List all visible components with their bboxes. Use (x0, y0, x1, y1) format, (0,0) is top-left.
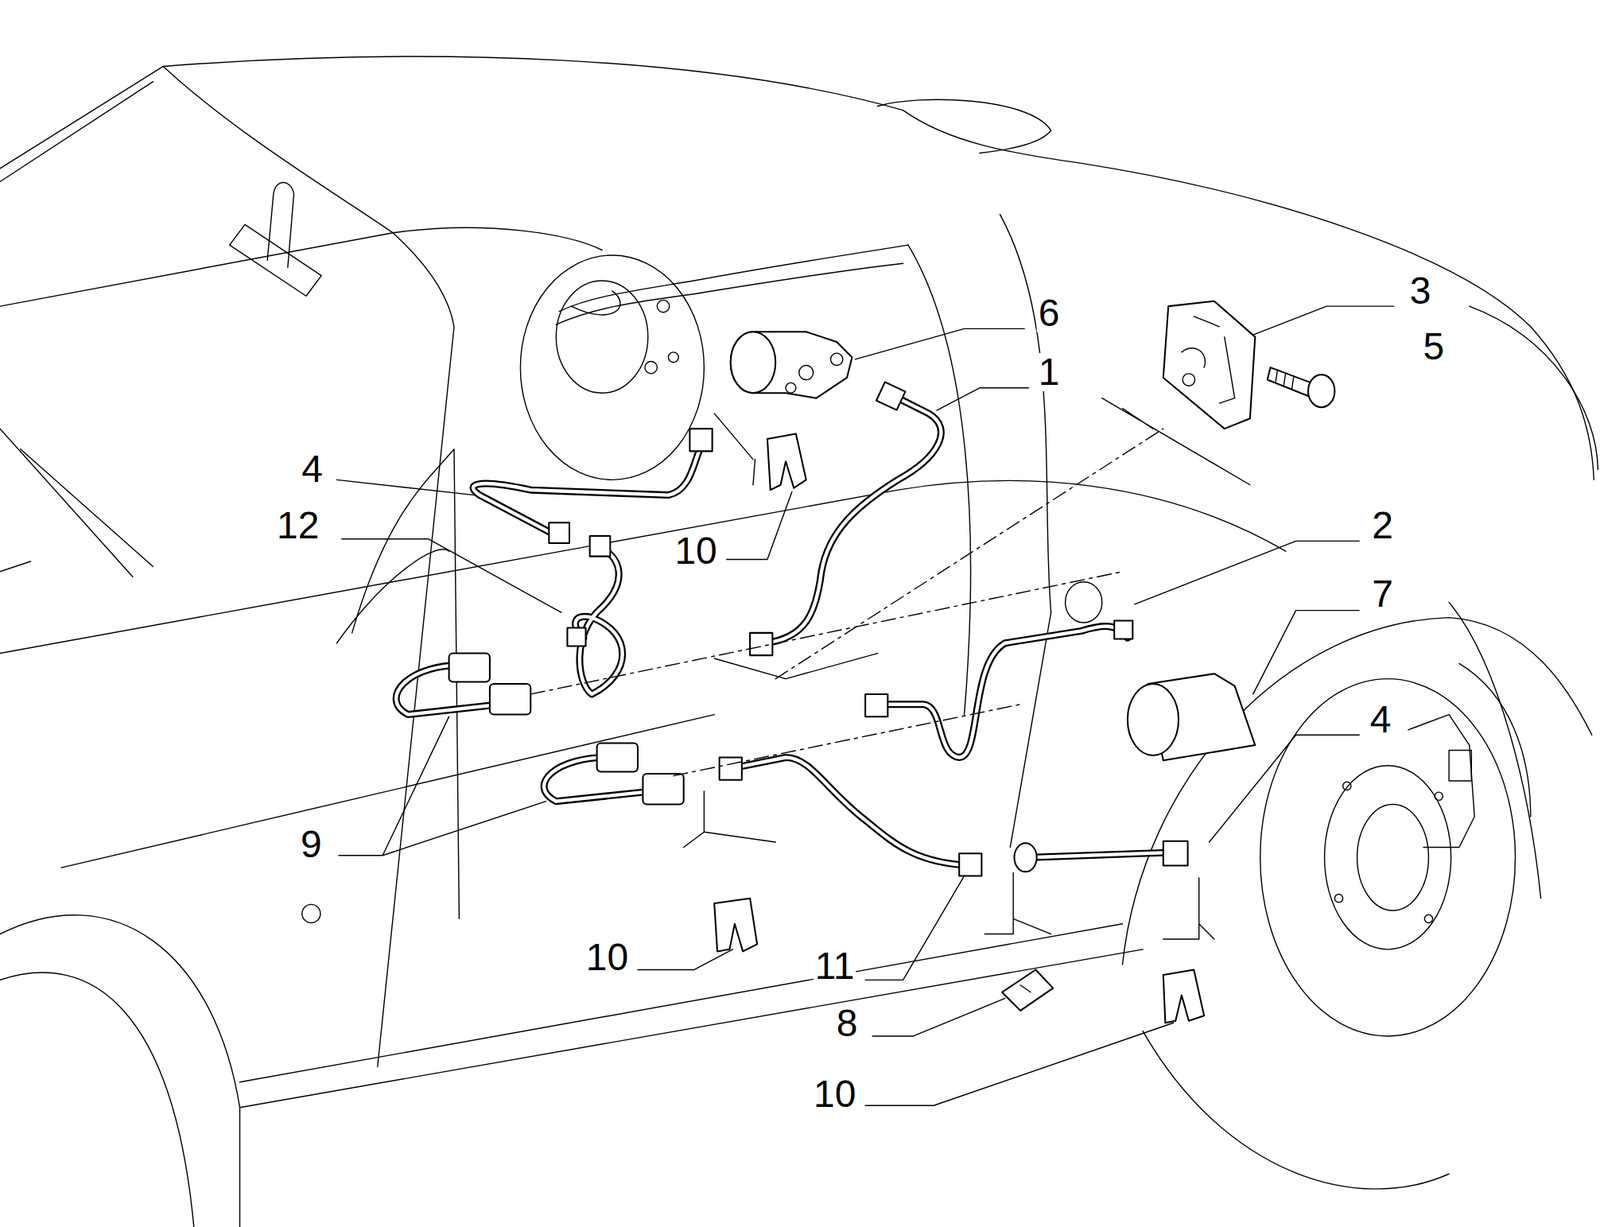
callout-number: 11 (813, 947, 857, 986)
callout-number: 3 (1408, 271, 1434, 311)
callout-number: 2 (1370, 506, 1395, 545)
callout-number: 4 (1368, 700, 1394, 739)
callout-number: 6 (1036, 294, 1062, 333)
callout-number: 9 (299, 825, 324, 864)
callout-number: 10 (584, 938, 630, 977)
callout-number: 7 (1370, 574, 1395, 614)
callout-number: 1 (1036, 353, 1062, 392)
callout-number: 4 (299, 450, 325, 489)
callout-number: 10 (811, 1075, 858, 1114)
callout-number: 10 (672, 532, 719, 571)
callout-number: 8 (834, 1004, 860, 1043)
callout-number: 5 (1421, 327, 1446, 366)
callout-number: 12 (275, 506, 321, 545)
